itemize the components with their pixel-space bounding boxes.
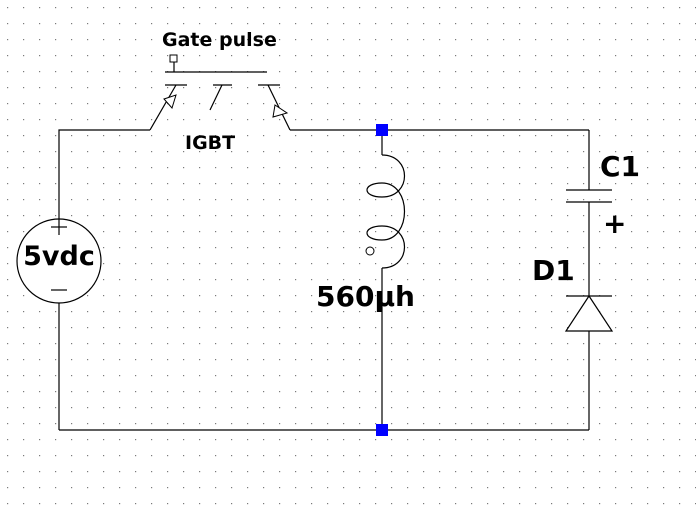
wire-left-top (58, 129, 150, 220)
capacitor-label: C1 (600, 150, 640, 183)
grid-dots (7, 7, 696, 505)
node-bottom[interactable] (376, 424, 388, 436)
source-label: 5vdc (23, 241, 95, 272)
igbt-label: IGBT (185, 132, 235, 154)
node-top[interactable] (376, 124, 388, 136)
diode-label: D1 (532, 254, 575, 287)
capacitor-polarity-label: + (603, 207, 626, 240)
inductor-label: 560µh (316, 280, 415, 313)
inductor-coil-icon (365, 154, 405, 269)
capacitor-icon (566, 189, 612, 203)
voltage-source-icon (16, 218, 102, 304)
igbt-icon (149, 54, 291, 131)
gate-pulse-label: Gate pulse (162, 29, 277, 51)
diode-icon (564, 294, 614, 332)
wires (58, 129, 590, 431)
